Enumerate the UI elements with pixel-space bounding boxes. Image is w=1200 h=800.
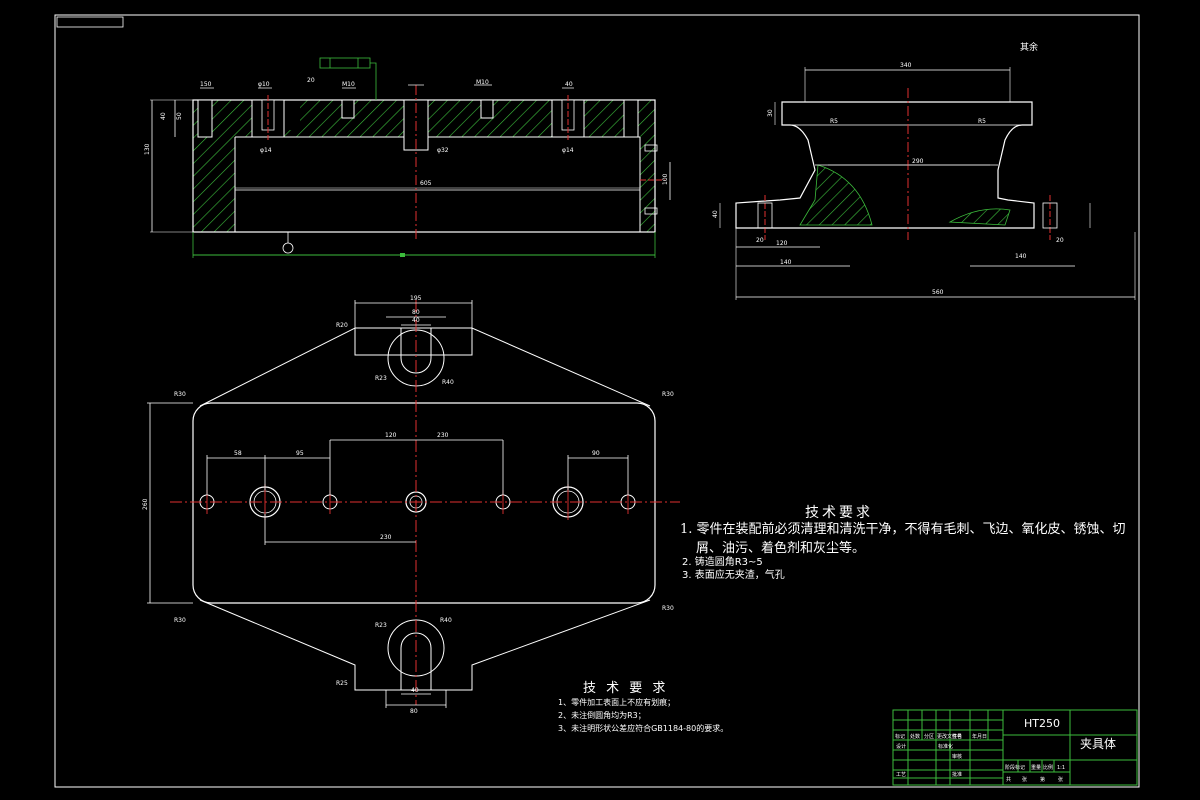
tb-label: 设计 <box>896 743 906 750</box>
top-plate <box>192 402 656 604</box>
tb-label: 年月日 <box>972 733 987 740</box>
tb-label: 分区 <box>924 733 934 740</box>
tb-label: 标记 <box>895 733 905 740</box>
tb-label: 处数 <box>910 733 920 740</box>
lower-requirements-title: 技 术 要 求 <box>583 681 669 696</box>
side-dim: 30 <box>767 109 774 117</box>
top-dim: R23 <box>375 375 387 382</box>
top-dim: R23 <box>375 622 387 629</box>
front-dim: φ32 <box>437 147 449 154</box>
top-dim: 40 <box>412 317 420 324</box>
front-dim: 20 <box>307 77 315 84</box>
front-dim: 50 <box>176 112 183 120</box>
side-section-view <box>719 67 1136 300</box>
side-hatch-left <box>799 164 873 226</box>
upper-requirement-item: 2. 铸造圆角R3~5 <box>682 557 763 568</box>
lower-requirement-item: 1、零件加工表面上不应有划痕； <box>558 698 676 707</box>
tb-label: 工艺 <box>896 772 906 778</box>
corner-tag <box>56 16 124 28</box>
lower-requirement-item: 2、未注倒圆角均为R3； <box>558 711 646 720</box>
front-dim: M10 <box>342 81 355 88</box>
top-dim: 80 <box>412 309 420 316</box>
front-section-view <box>150 57 671 258</box>
side-hatch-right <box>948 208 1011 226</box>
tb-label: 标准化 <box>938 743 953 750</box>
top-dim: R30 <box>174 617 186 624</box>
top-dim: 40 <box>411 687 419 694</box>
sheet-border <box>54 14 1140 788</box>
tb-label: 阶段标记 <box>1005 764 1025 771</box>
tb-label: 更改文件号 <box>937 733 962 740</box>
tb-label: 张 <box>1022 776 1027 783</box>
part-name-label: 夹具体 <box>1080 737 1116 751</box>
upper-requirement-item: 屑、油污、着色剂和灰尘等。 <box>696 541 866 556</box>
tb-label: 比例 <box>1043 764 1053 771</box>
front-dim: φ10 <box>258 81 270 88</box>
upper-requirement-item: 3. 表面应无夹渣，气孔 <box>682 570 785 581</box>
top-dim: R30 <box>662 605 674 612</box>
scale-label: 1:1 <box>1057 765 1065 771</box>
front-dim: φ14 <box>562 147 574 154</box>
top-dim: 95 <box>296 450 304 457</box>
tb-label: 签名 <box>952 733 962 740</box>
side-dim: 40 <box>712 210 719 218</box>
tb-label: 共 <box>1006 776 1011 783</box>
top-view <box>147 300 680 708</box>
lower-requirement-item: 3、未注明形状公差应符合GB1184-80的要求。 <box>558 724 729 733</box>
tb-label: 第 <box>1040 776 1045 783</box>
top-dim: R30 <box>174 391 186 398</box>
front-dim: M10 <box>476 79 489 86</box>
tb-label: 重量 <box>1031 764 1041 771</box>
title-block <box>892 709 1138 786</box>
front-dim: 100 <box>662 173 669 185</box>
front-dim: 40 <box>565 81 573 88</box>
side-dim: 20 <box>756 237 764 244</box>
front-dim: 40 <box>160 112 167 120</box>
top-dim: R40 <box>442 379 454 386</box>
upper-requirement-item: 1. 零件在装配前必须清理和清洗干净，不得有毛刺、飞边、氧化皮、锈蚀、切 <box>680 522 1126 537</box>
side-dim: 140 <box>1015 253 1027 260</box>
side-dim: 290 <box>912 158 924 165</box>
top-dim: 80 <box>410 708 418 715</box>
finish-note: 其余 <box>1020 41 1038 53</box>
top-dim: R25 <box>336 680 348 687</box>
tb-label: 批准 <box>952 771 962 778</box>
front-hatch <box>193 100 655 232</box>
front-dim: 605 <box>420 180 432 187</box>
front-dim: 130 <box>144 143 151 155</box>
side-dim: 120 <box>776 240 788 247</box>
side-dim: 340 <box>900 62 912 69</box>
tb-label: 张 <box>1058 776 1063 783</box>
side-dim: 140 <box>780 259 792 266</box>
top-dim: R30 <box>662 391 674 398</box>
side-dim: R5 <box>978 118 986 125</box>
top-dim: 230 <box>380 534 392 541</box>
top-dim: 58 <box>234 450 242 457</box>
top-dim: 120 <box>385 432 397 439</box>
front-dim: 150 <box>200 81 212 88</box>
side-dim: 20 <box>1056 237 1064 244</box>
tb-label: 审核 <box>952 753 962 760</box>
side-dim: 560 <box>932 289 944 296</box>
top-dim: R20 <box>336 322 348 329</box>
upper-requirements-title: 技术要求 <box>805 505 873 521</box>
top-dim: 230 <box>437 432 449 439</box>
front-dim: φ14 <box>260 147 272 154</box>
material-label: HT250 <box>1024 717 1060 730</box>
top-dim: 90 <box>592 450 600 457</box>
top-dim: R40 <box>440 617 452 624</box>
side-dim: R5 <box>830 118 838 125</box>
top-dim: 260 <box>142 498 149 510</box>
top-dim: 195 <box>410 295 422 302</box>
